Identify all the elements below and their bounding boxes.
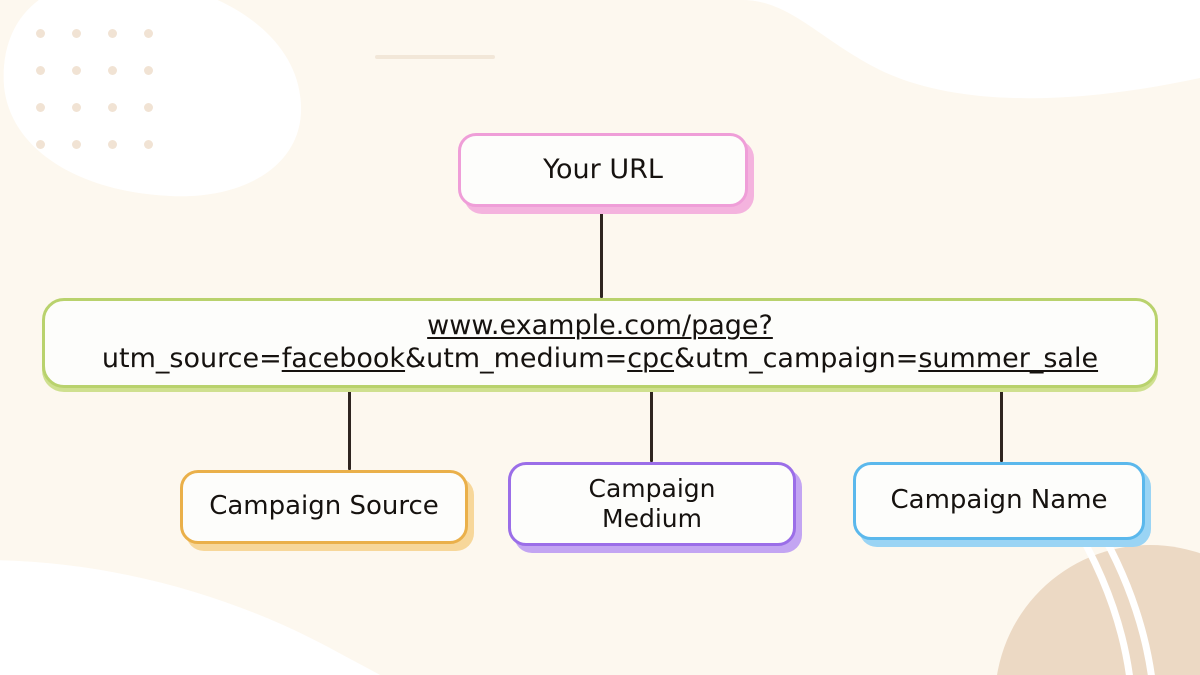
connector-fullurl-to-source [348,391,351,470]
dot-grid [36,29,160,169]
dot [144,103,153,112]
utm-source-key: utm_source= [101,343,282,374]
utm-medium-value: cpc [627,343,675,374]
top-divider-line [375,55,495,59]
utm-campaign-key: &utm_campaign= [674,343,919,374]
utm-campaign-value: summer_sale [918,343,1099,374]
connector-url-to-fullurl [600,210,603,298]
dot [144,66,153,75]
dot [108,29,117,38]
dot [72,140,81,149]
dot [72,29,81,38]
utm-source-value: facebook [281,343,406,374]
node-full-url[interactable]: www.example.com/page? utm_source=faceboo… [42,298,1158,388]
connector-fullurl-to-medium [650,391,653,462]
node-your-url-label: Your URL [543,153,663,185]
node-campaign-source-label: Campaign Source [209,491,439,522]
arc-outer [1068,518,1133,675]
dot [108,66,117,75]
node-campaign-medium-label-line2: Medium [602,504,702,533]
utm-medium-key: &utm_medium= [405,343,628,374]
connector-fullurl-to-name [1000,391,1003,462]
dot [36,66,45,75]
node-campaign-medium[interactable]: Campaign Medium [508,462,796,546]
blob-top-right-2 [742,0,1200,99]
dot [144,29,153,38]
dot [36,29,45,38]
dot [72,103,81,112]
circle-bottom-right [997,545,1200,675]
dot [108,140,117,149]
dot [144,140,153,149]
node-campaign-name[interactable]: Campaign Name [853,462,1145,540]
dot [108,103,117,112]
blob-top-right [887,0,1200,44]
dot [36,103,45,112]
full-url-line-1: www.example.com/page? [59,310,1141,343]
node-your-url[interactable]: Your URL [458,133,748,207]
blob-bottom-left [0,560,381,675]
node-campaign-medium-label-line1: Campaign [588,473,716,503]
dot [36,140,45,149]
full-url-line-2: utm_source=facebook&utm_medium=cpc&utm_c… [59,343,1141,376]
node-campaign-name-label: Campaign Name [890,485,1108,516]
dot [72,66,81,75]
url-base-underlined: www.example.com/page? [427,310,773,342]
node-campaign-source[interactable]: Campaign Source [180,470,468,544]
